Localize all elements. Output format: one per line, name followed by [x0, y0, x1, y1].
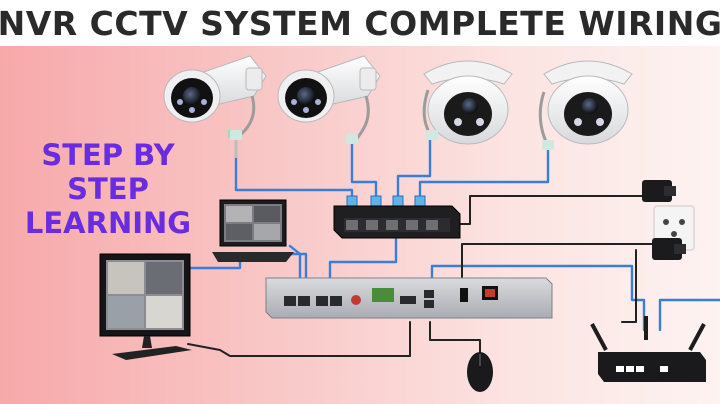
laptop-icon	[212, 199, 294, 262]
dome-camera-icon	[538, 60, 633, 150]
power-adapter-icon	[652, 238, 686, 260]
cable-router-power	[621, 249, 637, 323]
bullet-camera-icon	[163, 55, 267, 158]
subtitle-block: STEP BY STEP LEARNING	[18, 138, 198, 240]
subtitle-line-1: STEP BY	[41, 138, 175, 172]
wifi-router-icon	[590, 316, 706, 382]
monitor-icon	[99, 253, 192, 360]
bullet-camera-icon	[277, 55, 381, 144]
cable-camera-3-switch	[396, 138, 432, 208]
cable-camera-2-switch	[350, 140, 378, 208]
cable-camera-4-switch	[418, 146, 550, 208]
cable-switch-power	[449, 187, 645, 225]
subtitle-line-2: STEP	[67, 172, 149, 206]
cable-camera-1-switch	[234, 136, 354, 208]
cable-router-internet	[658, 298, 720, 332]
page-title: NVR CCTV SYSTEM COMPLETE WIRING	[0, 3, 720, 43]
mouse-icon	[467, 352, 493, 392]
title-banner: NVR CCTV SYSTEM COMPLETE WIRING	[0, 0, 720, 46]
power-adapter-icon	[642, 180, 676, 202]
cable-monitor-hdmi	[187, 321, 411, 357]
subtitle-line-3: LEARNING	[24, 206, 192, 240]
nvr-recorder-icon	[265, 277, 553, 319]
cable-nvr-router	[430, 264, 646, 332]
network-switch-icon	[333, 205, 461, 239]
cable-mouse-nvr	[429, 321, 481, 353]
dome-camera-icon	[422, 60, 513, 145]
